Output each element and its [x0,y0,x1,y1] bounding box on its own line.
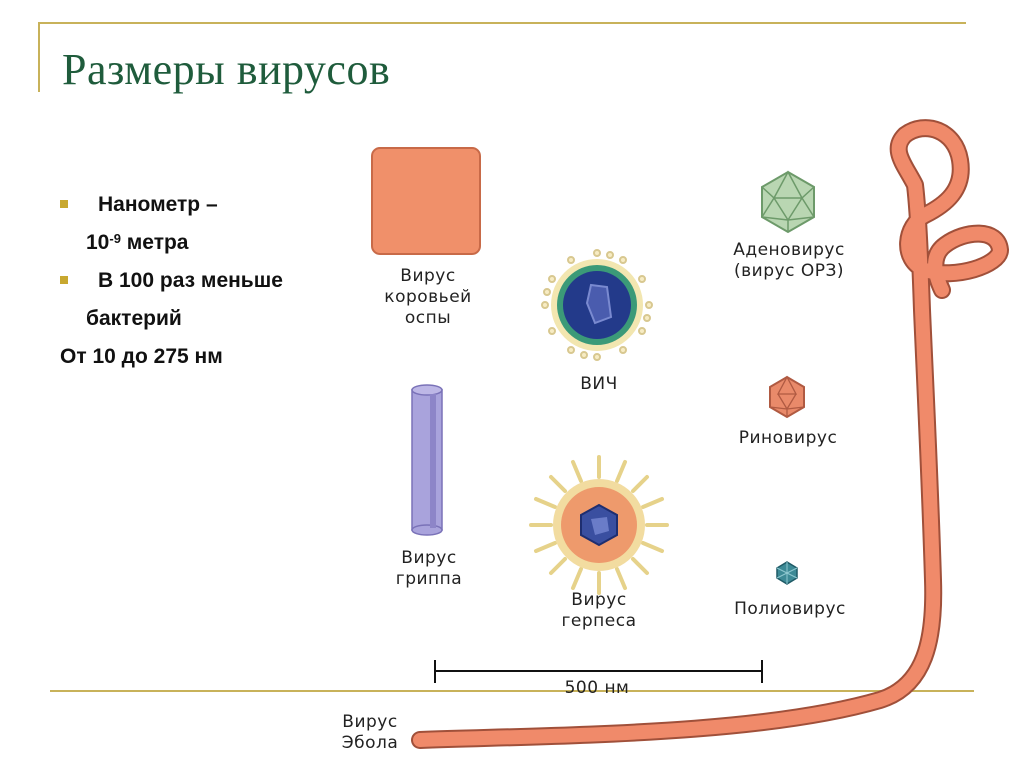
label-vaccinia: Вирус коровьей оспы [384,266,472,328]
frame-left-line [38,22,40,92]
bullet-item: В 100 раз меньше [60,262,283,300]
label-adenovirus: Аденовирус (вирус ОРЗ) [733,240,845,281]
influenza-virus-icon [411,384,443,536]
bullet-list: Нанометр – 10-9 метра В 100 раз меньше б… [60,186,283,376]
label-poliovirus: Полиовирус [734,599,846,619]
label-herpes: Вирус герпеса [561,590,637,631]
bullet-marker-icon [60,276,68,284]
vaccinia-virus-icon [371,147,481,255]
bullet-continuation: бактерий [86,307,182,330]
poliovirus-icon [776,561,798,585]
hiv-virus-icon [541,249,653,361]
label-hiv: ВИЧ [580,374,618,394]
ebola-virus-icon [411,119,1009,749]
rhinovirus-icon [769,375,805,419]
bullet-text: В 100 раз меньше [98,269,283,292]
scale-bar-icon [434,660,763,683]
label-ebola: Вирус Эбола [341,712,399,753]
bullet-item: Нанометр – [60,186,283,224]
bullet-text: Нанометр – [98,193,218,216]
bullet-plain: От 10 до 275 нм [60,345,223,368]
exponent: -9 [109,231,121,246]
bullet-marker-icon [60,200,68,208]
label-scale: 500 нм [564,678,630,698]
frame-top-line [38,22,966,24]
exponent-unit: метра [120,231,189,254]
label-rhinovirus: Риновирус [738,428,838,448]
adenovirus-icon [761,170,815,234]
exponent-base: 10 [86,231,110,254]
frame-bottom-line [50,690,974,692]
page-title: Размеры вирусов [62,45,391,94]
herpes-virus-icon [529,455,669,595]
bullet-continuation: 10-9 метра [60,224,283,262]
label-influenza: Вирус гриппа [395,548,463,589]
